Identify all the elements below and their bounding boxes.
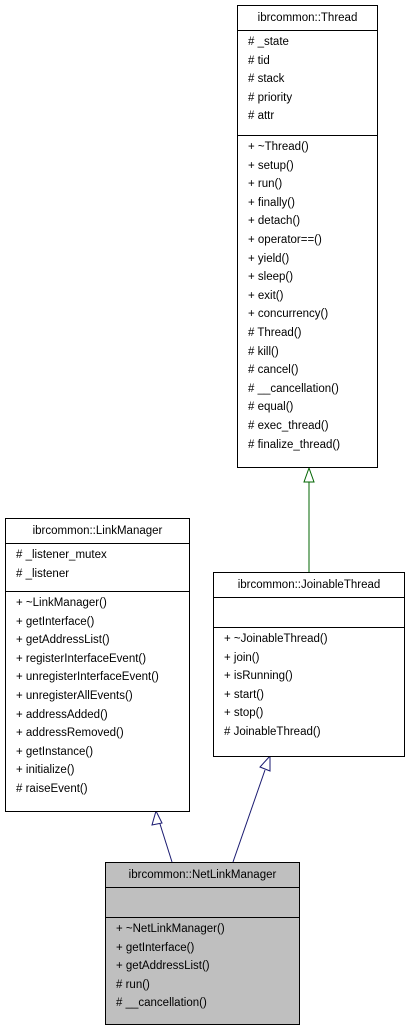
attributes-section xyxy=(214,597,404,627)
class-joinablethread[interactable]: ibrcommon::JoinableThread + ~JoinableThr… xyxy=(213,572,405,757)
attribute-row[interactable]: # attr xyxy=(248,110,275,123)
class-title: ibrcommon::JoinableThread xyxy=(237,579,381,591)
method-row[interactable]: + run() xyxy=(248,178,283,191)
arrowhead-joinablethread xyxy=(259,754,271,772)
method-row[interactable]: + unregisterInterfaceEvent() xyxy=(16,671,159,684)
method-row[interactable]: + ~JoinableThread() xyxy=(224,633,328,645)
method-row[interactable]: # exec_thread() xyxy=(248,419,329,432)
attribute-row[interactable]: # _listener xyxy=(16,567,70,580)
method-row[interactable]: + isRunning() xyxy=(224,670,293,683)
methods-section: + ~LinkManager() + getInterface() + getAdd… xyxy=(6,591,189,802)
methods-section: + ~NetLinkManager() + getInterface() + get… xyxy=(106,917,299,1016)
method-row[interactable]: # kill() xyxy=(248,345,279,358)
method-row[interactable]: + join() xyxy=(224,651,260,664)
attribute-row[interactable]: # tid xyxy=(248,54,270,67)
attribute-row[interactable]: # _state xyxy=(248,36,289,48)
attributes-section: # _listener_mutex # _listener xyxy=(6,543,189,591)
attribute-row[interactable]: # stack xyxy=(248,73,285,86)
method-row[interactable]: + stop() xyxy=(224,707,264,720)
method-row[interactable]: + start() xyxy=(224,688,264,701)
method-row[interactable]: # run() xyxy=(116,978,150,991)
method-row[interactable]: + addressAdded() xyxy=(16,708,108,721)
arrowhead-thread xyxy=(303,466,315,483)
arrowhead-linkmanager xyxy=(151,809,163,826)
method-row[interactable]: # __cancellation() xyxy=(248,382,339,395)
method-row[interactable]: + finally() xyxy=(248,196,295,209)
method-row[interactable]: + ~NetLinkManager() xyxy=(116,923,225,935)
attribute-row[interactable]: # _listener_mutex xyxy=(16,549,107,561)
attributes-section: # _state # tid # stack # priority # attr xyxy=(238,30,377,135)
method-row[interactable]: # equal() xyxy=(248,401,294,414)
method-row[interactable]: + yield() xyxy=(248,252,290,265)
method-row[interactable]: # __cancellation() xyxy=(116,997,207,1010)
class-thread[interactable]: ibrcommon::Thread # _state# tid# stack# … xyxy=(237,5,378,468)
class-linkmanager[interactable]: ibrcommon::LinkManager # _listener_mutex… xyxy=(5,518,190,812)
method-row[interactable]: + getInterface() xyxy=(116,941,195,954)
method-row[interactable]: + sleep() xyxy=(248,271,294,284)
attributes-section xyxy=(106,887,299,917)
method-row[interactable]: + ~Thread() xyxy=(248,141,309,153)
edge-netlinkmanager-to-linkmanager xyxy=(159,823,173,863)
method-row[interactable]: + setup() xyxy=(248,159,294,172)
method-row[interactable]: + operator==() xyxy=(248,233,322,246)
method-row[interactable]: + registerInterfaceEvent() xyxy=(16,652,147,665)
method-row[interactable]: + ~LinkManager() xyxy=(16,597,107,609)
edge-netlinkmanager-to-joinablethread xyxy=(232,769,266,863)
method-row[interactable]: + detach() xyxy=(248,215,301,228)
methods-section: + ~Thread() + setup() + run() + finally() + … xyxy=(238,135,377,457)
method-row[interactable]: + unregisterAllEvents() xyxy=(16,689,133,702)
method-row[interactable]: + exit() xyxy=(248,289,284,302)
method-row[interactable]: # JoinableThread() xyxy=(224,725,321,738)
attribute-row[interactable]: # priority xyxy=(248,91,293,104)
class-title: ibrcommon::NetLinkManager xyxy=(128,869,277,881)
method-row[interactable]: + getInstance() xyxy=(16,745,94,758)
method-row[interactable]: + getInterface() xyxy=(16,615,95,628)
class-netlinkmanager[interactable]: ibrcommon::NetLinkManager + ~NetLinkMana… xyxy=(105,862,300,1025)
method-row[interactable]: + addressRemoved() xyxy=(16,727,124,740)
method-row[interactable]: + initialize() xyxy=(16,764,75,777)
class-title: ibrcommon::LinkManager xyxy=(32,525,163,537)
methods-section: + ~JoinableThread() + join() + isRunning()… xyxy=(214,627,404,745)
method-row[interactable]: # Thread() xyxy=(248,326,302,339)
method-row[interactable]: + getAddressList() xyxy=(16,634,110,647)
method-row[interactable]: # raiseEvent() xyxy=(16,782,88,795)
class-title: ibrcommon::Thread xyxy=(257,12,358,24)
method-row[interactable]: + concurrency() xyxy=(248,308,329,321)
method-row[interactable]: # finalize_thread() xyxy=(248,438,341,451)
method-row[interactable]: + getAddressList() xyxy=(116,960,210,973)
method-row[interactable]: # cancel() xyxy=(248,364,299,377)
